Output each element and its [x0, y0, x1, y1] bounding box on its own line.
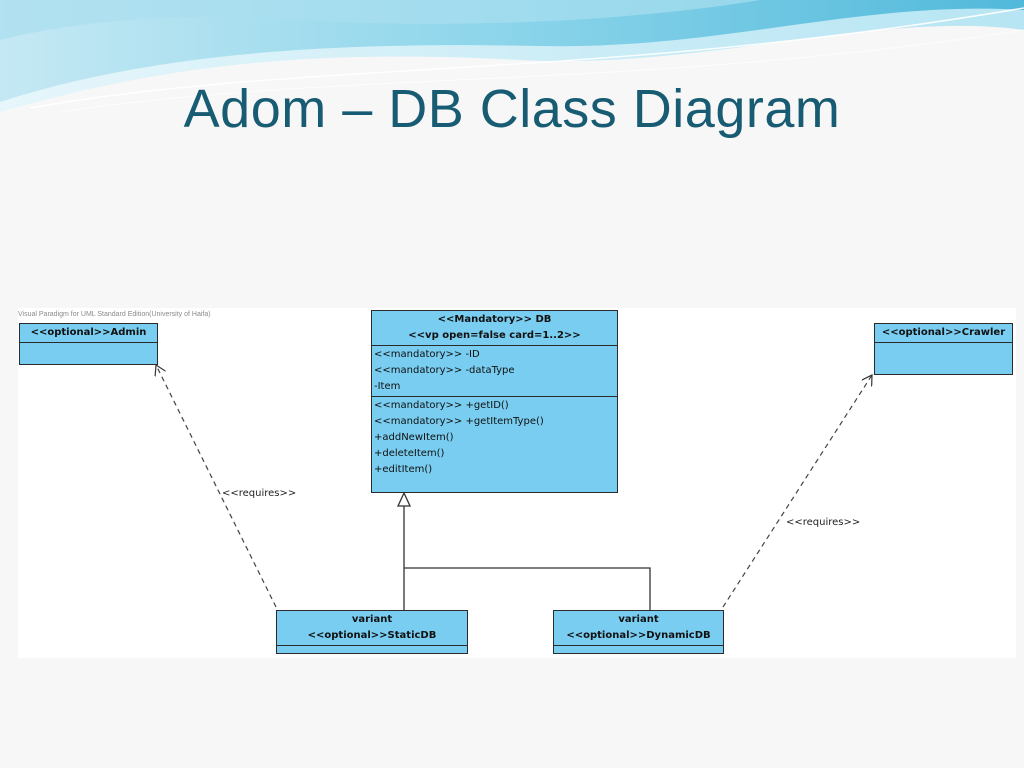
class-dynamic-db-kind: variant	[618, 614, 659, 625]
class-crawler[interactable]: <<optional>>Crawler	[874, 323, 1013, 375]
class-static-db-header: variant <<optional>>StaticDB	[277, 611, 467, 646]
class-db-operation: +editItem()	[374, 464, 433, 475]
class-admin-name: <<optional>>Admin	[30, 327, 147, 338]
class-crawler-body	[875, 343, 1012, 368]
diagram-watermark: Visual Paradigm for UML Standard Edition…	[18, 311, 211, 318]
class-admin[interactable]: <<optional>>Admin	[19, 323, 158, 365]
class-admin-body	[20, 343, 157, 368]
class-admin-name-row: <<optional>>Admin	[20, 324, 157, 343]
class-dynamic-db[interactable]: variant <<optional>>DynamicDB	[553, 610, 724, 654]
class-db-constraint: <<vp open=false card=1..2>>	[408, 330, 581, 341]
slide-title: Adom – DB Class Diagram	[183, 79, 841, 139]
class-db-stereotype: <<Mandatory>> DB	[437, 314, 552, 325]
class-dynamic-db-body	[554, 646, 723, 654]
requires-label-admin: <<requires>>	[222, 488, 297, 499]
class-db-attribute: -Item	[374, 381, 401, 392]
class-db-header: <<Mandatory>> DB <<vp open=false card=1.…	[372, 311, 617, 346]
class-db-operation: +addNewItem()	[374, 432, 454, 443]
class-db-operation: <<mandatory>> +getID()	[374, 400, 509, 411]
class-crawler-name: <<optional>>Crawler	[881, 327, 1006, 338]
class-db-attributes: <<mandatory>> -ID <<mandatory>> -dataTyp…	[372, 346, 617, 397]
class-db-attribute: <<mandatory>> -ID	[374, 349, 480, 360]
class-dynamic-db-header: variant <<optional>>DynamicDB	[554, 611, 723, 646]
class-db-operation: <<mandatory>> +getItemType()	[374, 416, 544, 427]
class-crawler-name-row: <<optional>>Crawler	[875, 324, 1012, 343]
class-db-operations: <<mandatory>> +getID() <<mandatory>> +ge…	[372, 397, 617, 479]
class-db[interactable]: <<Mandatory>> DB <<vp open=false card=1.…	[371, 310, 618, 493]
class-static-db-name: <<optional>>StaticDB	[307, 630, 437, 641]
class-db-operation: +deleteItem()	[374, 448, 445, 459]
requires-label-crawler: <<requires>>	[786, 517, 861, 528]
class-static-db-body	[277, 646, 467, 654]
class-dynamic-db-name: <<optional>>DynamicDB	[566, 630, 711, 641]
class-db-attribute: <<mandatory>> -dataType	[374, 365, 515, 376]
class-static-db-kind: variant	[351, 614, 393, 625]
header-wave-decoration	[0, 0, 1024, 113]
class-static-db[interactable]: variant <<optional>>StaticDB	[276, 610, 468, 654]
